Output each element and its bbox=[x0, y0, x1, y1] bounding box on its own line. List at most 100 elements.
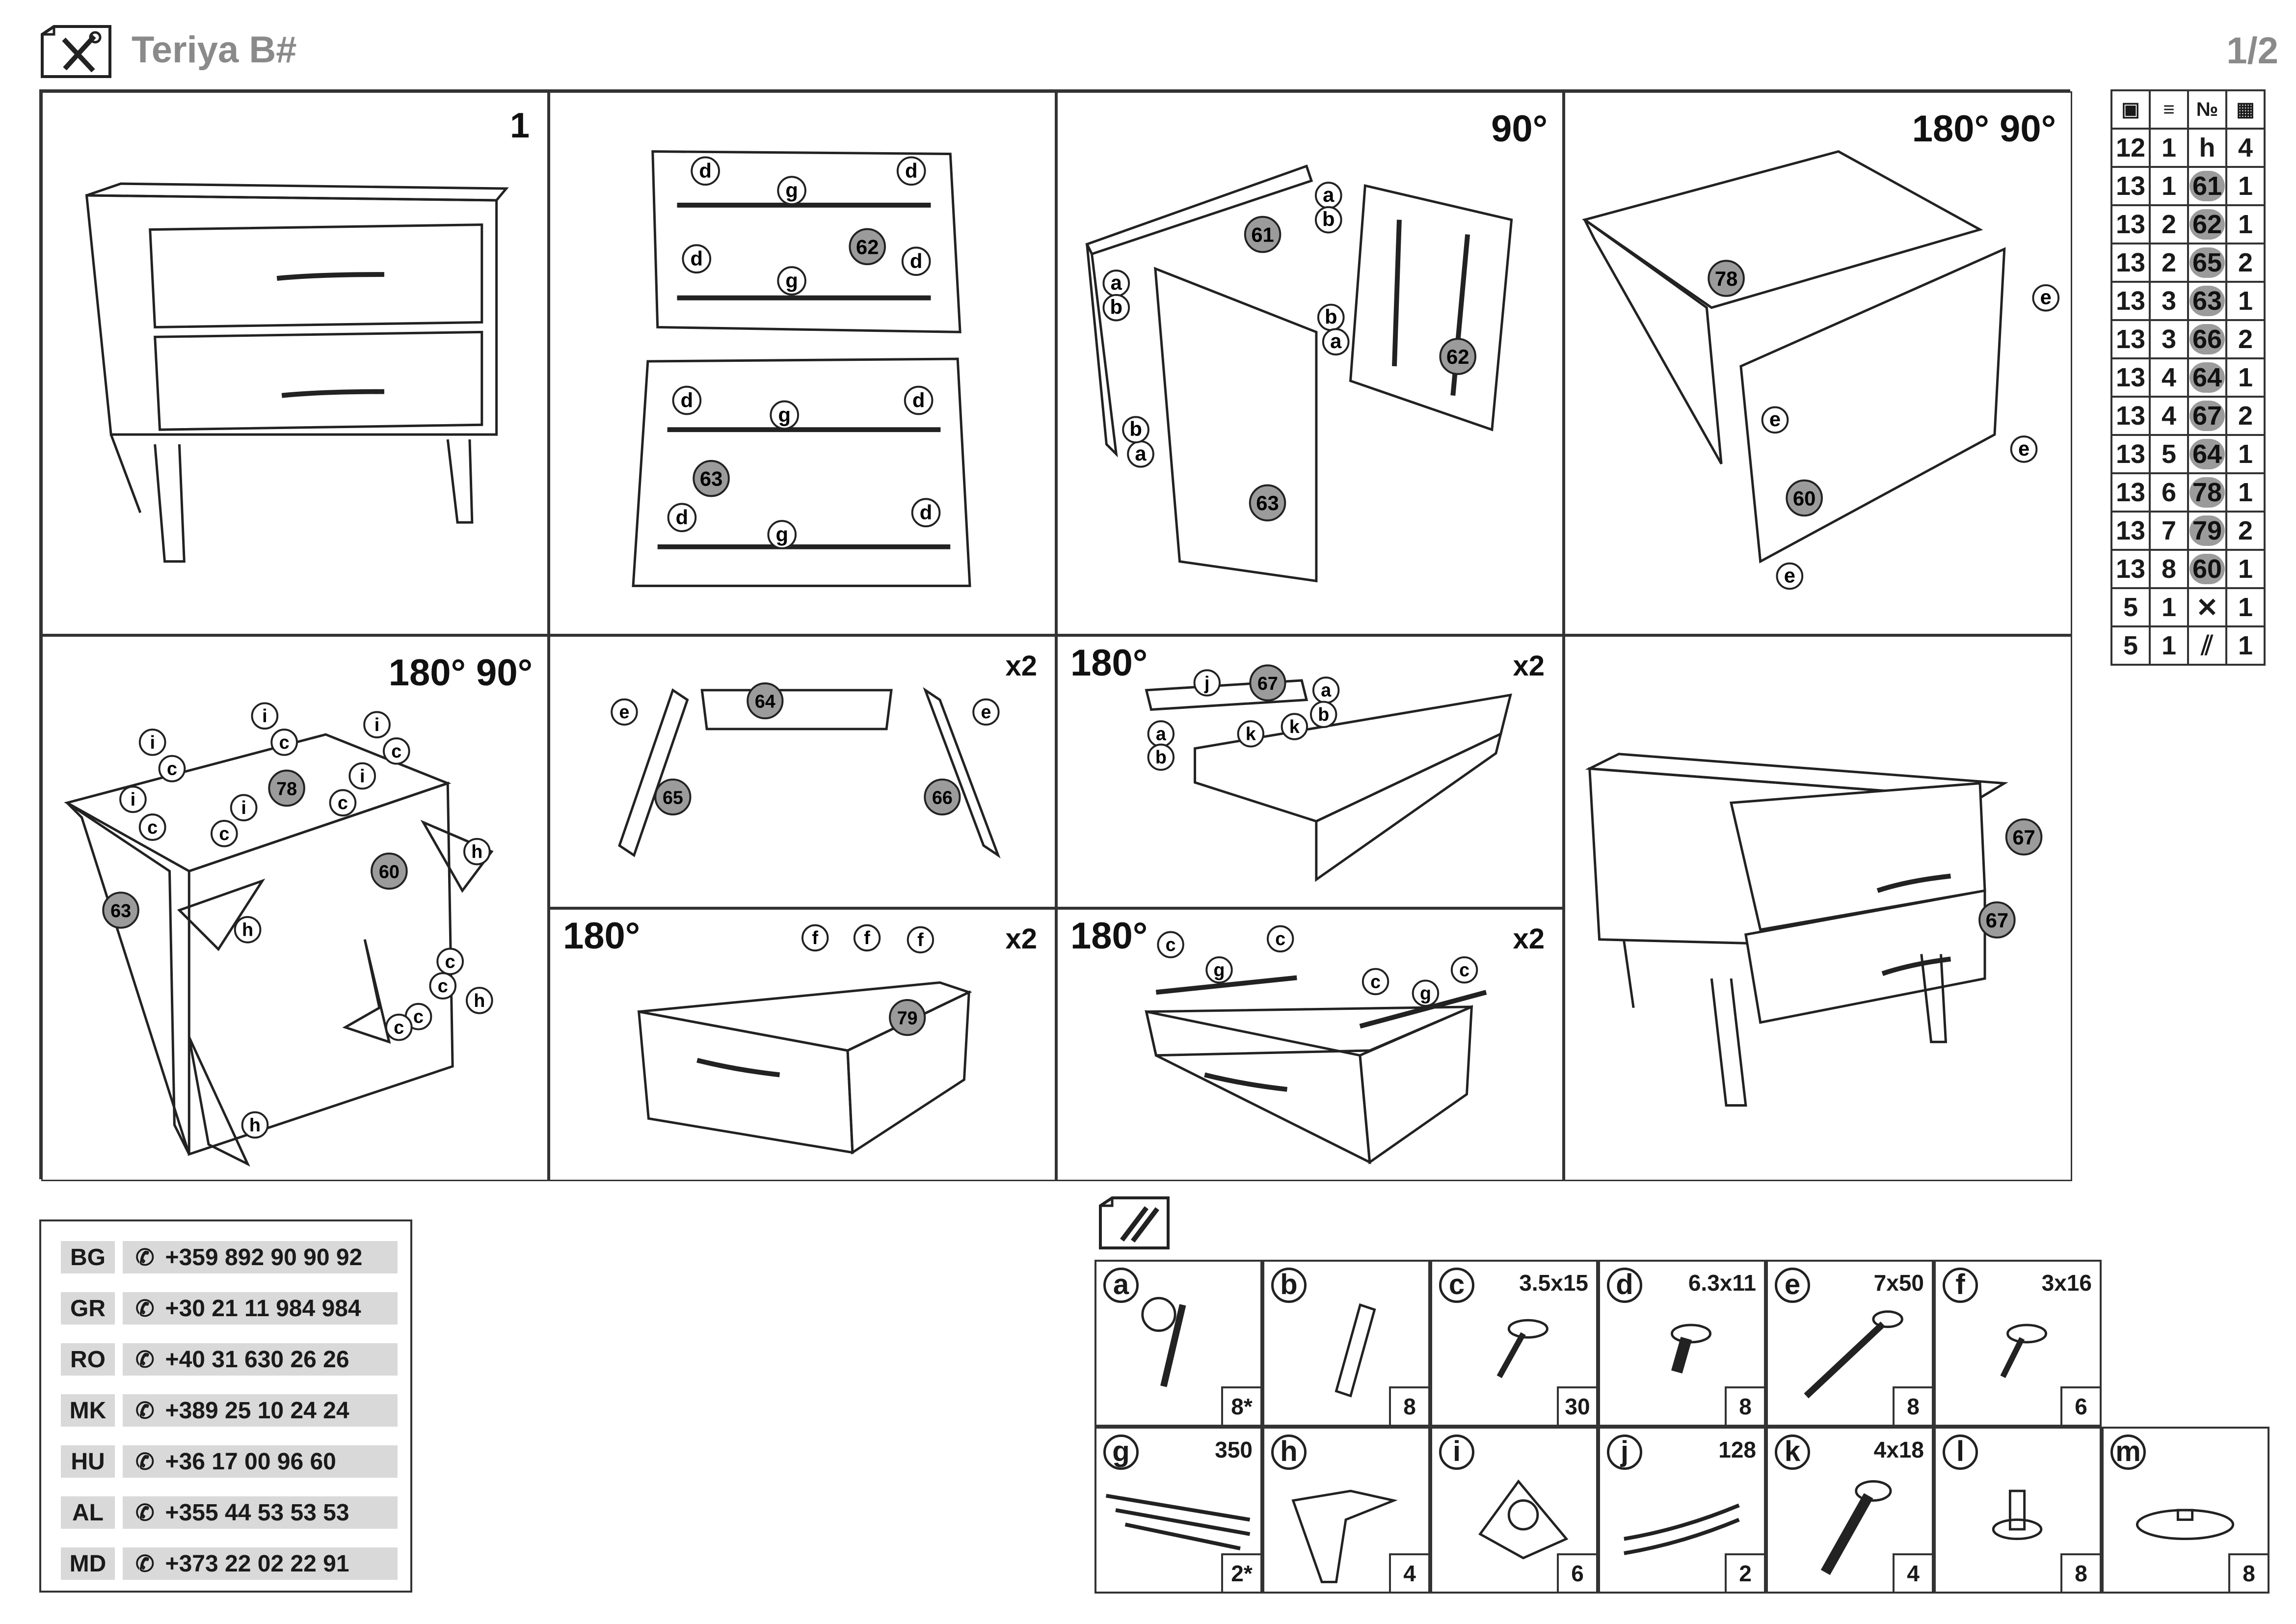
svg-text:h: h bbox=[474, 991, 485, 1011]
callout-h: h bbox=[465, 987, 493, 1014]
svg-text:i: i bbox=[150, 732, 155, 753]
country-code: BG bbox=[61, 1241, 115, 1273]
hardware-e: e 7x50 8 bbox=[1766, 1260, 1934, 1427]
callout-b: b bbox=[1310, 701, 1337, 728]
hardware-f: f 3x16 6 bbox=[1934, 1260, 2102, 1427]
carcass-illustration: 78 e e e 60 e bbox=[1581, 150, 2060, 590]
svg-text:c: c bbox=[1275, 928, 1285, 949]
callout-d: d bbox=[904, 385, 934, 415]
step-number: 1 bbox=[509, 106, 530, 145]
hardware-c: c 3.5x15 30 bbox=[1430, 1260, 1598, 1427]
hardware-g: g 350 2* bbox=[1095, 1427, 1262, 1594]
svg-text:k: k bbox=[1289, 716, 1300, 737]
step-6-drawer-panels: x2 e 64 e 65 66 bbox=[549, 635, 1056, 908]
svg-text:66: 66 bbox=[932, 787, 953, 808]
svg-text:62: 62 bbox=[856, 235, 879, 258]
svg-text:c: c bbox=[1166, 934, 1176, 955]
step-5-legs: 180° 90° i c i c i c i c 78 i bbox=[41, 635, 549, 1181]
callout-67: 67 bbox=[2005, 818, 2043, 856]
rotation-indicator: 180° bbox=[563, 915, 641, 957]
callout-i: i bbox=[119, 785, 147, 813]
callout-64: 64 bbox=[747, 682, 784, 720]
callout-g: g bbox=[777, 266, 806, 296]
callout-i: i bbox=[138, 729, 166, 756]
svg-text:d: d bbox=[676, 506, 689, 529]
callout-78: 78 bbox=[1708, 260, 1745, 297]
hardware-icon bbox=[1099, 1196, 1170, 1249]
svg-text:c: c bbox=[413, 1007, 424, 1028]
phone-number: ✆+355 44 53 53 53 bbox=[123, 1496, 398, 1529]
cam-lock-icon bbox=[1141, 1297, 1186, 1387]
svg-text:c: c bbox=[394, 1018, 404, 1038]
callout-c: c bbox=[211, 820, 238, 847]
bolt-icon bbox=[1820, 1480, 1892, 1575]
multiplier: x2 bbox=[1005, 923, 1037, 955]
svg-text:c: c bbox=[219, 824, 229, 844]
svg-text:b: b bbox=[1325, 305, 1337, 328]
callout-c: c bbox=[385, 1013, 413, 1041]
callout-e: e bbox=[1761, 406, 1789, 434]
contact-row: BG ✆+359 892 90 90 92 bbox=[61, 1241, 398, 1273]
country-code: MD bbox=[61, 1547, 115, 1580]
svg-text:64: 64 bbox=[755, 691, 775, 711]
tools-icon bbox=[41, 25, 111, 78]
callout-k: k bbox=[1237, 720, 1265, 748]
drawer-box-illustration: j 67 a b a b k k bbox=[1145, 664, 1512, 882]
corner-bracket-icon bbox=[1478, 1479, 1569, 1560]
rotation-indicator: 180° 90° bbox=[388, 652, 533, 694]
step-2-slides: d g d 62 d g d d g d 63 d g d bbox=[549, 91, 1056, 635]
drawer-bottom-illustration: f f f 79 bbox=[637, 924, 972, 1155]
callout-f: f bbox=[853, 924, 881, 952]
glide-icon bbox=[1992, 1489, 2043, 1541]
contact-row: MK ✆+389 25 10 24 24 bbox=[61, 1394, 398, 1427]
parts-table-header: ▣ ≡ № ▦ bbox=[2110, 89, 2266, 130]
svg-text:g: g bbox=[1214, 960, 1225, 980]
svg-text:e: e bbox=[619, 702, 630, 722]
callout-e: e bbox=[2032, 284, 2060, 312]
phone-number: ✆+373 22 02 22 91 bbox=[123, 1547, 398, 1580]
svg-text:h: h bbox=[249, 1115, 261, 1136]
callout-c: c bbox=[329, 789, 357, 817]
multiplier: x2 bbox=[1005, 650, 1037, 682]
callout-60: 60 bbox=[371, 852, 408, 890]
callout-g: g bbox=[767, 520, 797, 549]
svg-text:78: 78 bbox=[276, 779, 297, 799]
document-title: Teriya B# bbox=[132, 29, 297, 71]
svg-text:k: k bbox=[1246, 724, 1256, 744]
callout-67: 67 bbox=[1978, 901, 2016, 939]
callout-62: 62 bbox=[849, 228, 886, 266]
grid-icon: ▦ bbox=[2225, 89, 2266, 130]
multiplier: x2 bbox=[1513, 923, 1545, 955]
callout-g: g bbox=[1412, 979, 1440, 1007]
service-contacts: BG ✆+359 892 90 90 92 GR ✆+30 21 11 984 … bbox=[39, 1219, 412, 1593]
contact-row: RO ✆+40 31 630 26 26 bbox=[61, 1343, 398, 1376]
svg-text:i: i bbox=[131, 789, 136, 810]
callout-e: e bbox=[972, 698, 1000, 726]
svg-text:c: c bbox=[338, 793, 348, 813]
callout-i: i bbox=[251, 702, 279, 730]
svg-text:d: d bbox=[699, 159, 712, 182]
callout-e: e bbox=[2010, 435, 2038, 463]
callout-h: h bbox=[234, 916, 262, 944]
svg-text:62: 62 bbox=[1446, 345, 1469, 368]
svg-text:63: 63 bbox=[700, 467, 722, 490]
phone-number: ✆+40 31 630 26 26 bbox=[123, 1343, 398, 1376]
rotation-indicator: 180° bbox=[1070, 915, 1148, 957]
step-1-finished-nightstand: 1 bbox=[41, 91, 549, 635]
svg-text:60: 60 bbox=[379, 862, 400, 882]
callout-i: i bbox=[363, 711, 391, 739]
assembly-steps-grid: 1 bbox=[39, 89, 2072, 1181]
page-number: 1/2 bbox=[2226, 30, 2278, 72]
svg-text:61: 61 bbox=[1251, 223, 1274, 246]
svg-text:g: g bbox=[785, 269, 798, 292]
callout-c: c bbox=[1266, 925, 1294, 953]
step-3-sides: 90° 61 a b a b b a 63 a b 62 bbox=[1056, 91, 1564, 635]
country-code: HU bbox=[61, 1445, 115, 1478]
phone-number: ✆+36 17 00 96 60 bbox=[123, 1445, 398, 1478]
